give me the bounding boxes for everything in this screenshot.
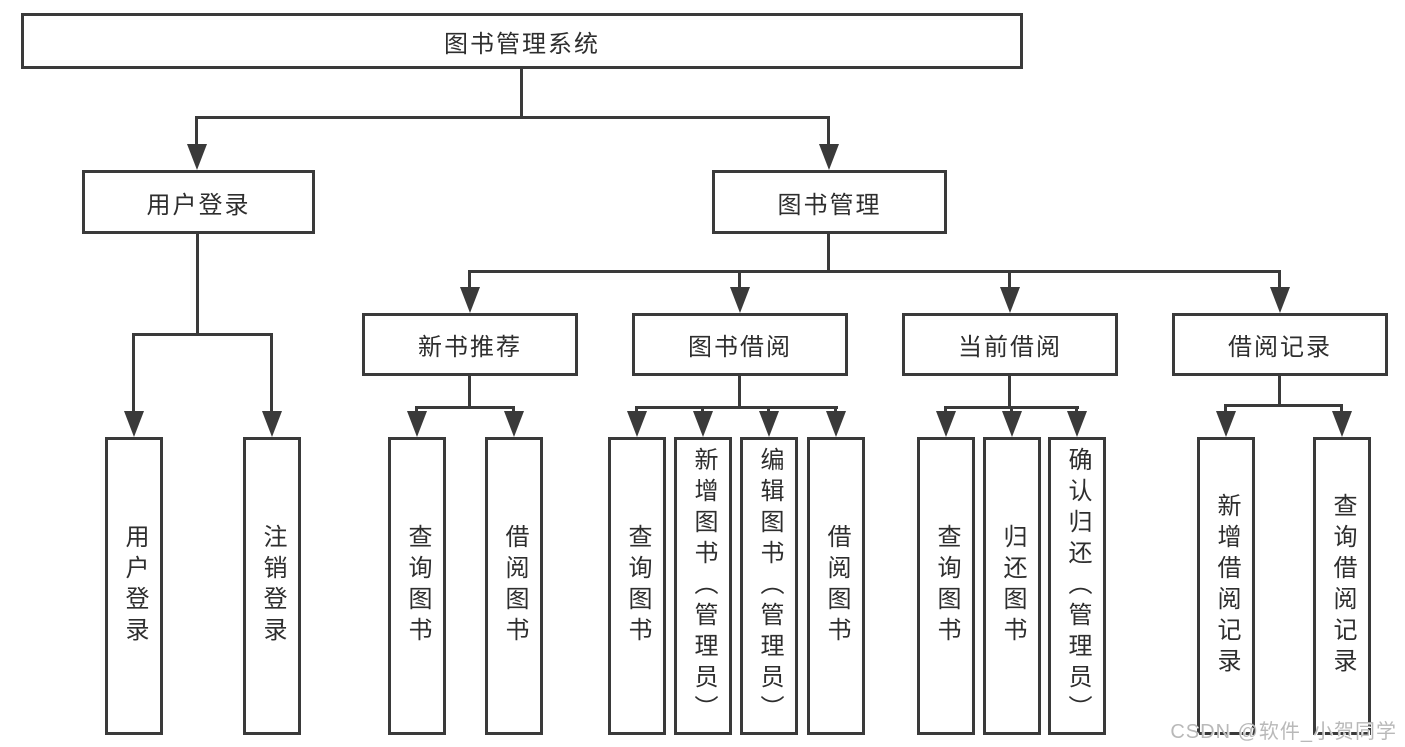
connector-vline [738, 270, 741, 289]
node-book-borrow: 图书借阅 [632, 313, 848, 376]
connector-vline [196, 233, 199, 335]
connector-hline [1224, 404, 1343, 407]
connector-vline [1010, 406, 1013, 413]
arrow-down-icon [504, 411, 524, 437]
leaf-user-login: 用户登录 [105, 437, 163, 735]
node-label: 图书管理系统 [444, 30, 600, 58]
connector-vline [1278, 376, 1281, 407]
connector-vline [827, 116, 830, 146]
arrow-down-icon [627, 411, 647, 437]
connector-hline [468, 270, 1281, 273]
leaf-label: 注销登录 [259, 524, 286, 648]
arrow-down-icon [819, 144, 839, 170]
node-label: 新书推荐 [418, 334, 522, 361]
node-label: 用户登录 [146, 191, 251, 219]
connector-vline [701, 406, 704, 413]
leaf-label: 新增借阅记录 [1213, 493, 1240, 679]
node-new-book-recommend: 新书推荐 [362, 313, 578, 376]
leaf-edit-books-admin: 编辑图书（管理员） [740, 437, 798, 735]
connector-vline [1278, 270, 1281, 289]
connector-hline [132, 333, 273, 336]
node-label: 图书借阅 [688, 334, 792, 361]
leaf-query-books-recommend: 查询图书 [388, 437, 446, 735]
leaf-add-books-admin: 新增图书（管理员） [674, 437, 732, 735]
leaf-confirm-return-admin: 确认归还（管理员） [1048, 437, 1106, 735]
node-label: 图书管理 [777, 191, 882, 219]
watermark: CSDN @软件_小贺同学 [1170, 721, 1397, 743]
node-label: 当前借阅 [958, 334, 1062, 361]
connector-vline [132, 333, 135, 413]
leaf-label: 借阅图书 [823, 524, 850, 648]
node-book-management: 图书管理 [712, 170, 947, 234]
node-user-login: 用户登录 [82, 170, 315, 234]
connector-vline [520, 68, 523, 119]
leaf-return-books: 归还图书 [983, 437, 1041, 735]
leaf-label: 查询图书 [404, 524, 431, 648]
node-label: 借阅记录 [1228, 334, 1332, 361]
leaf-label: 借阅图书 [501, 524, 528, 648]
connector-hline [415, 406, 515, 409]
connector-vline [635, 406, 638, 413]
connector-vline [827, 233, 830, 273]
arrow-down-icon [759, 411, 779, 437]
arrow-down-icon [936, 411, 956, 437]
connector-vline [195, 116, 198, 146]
leaf-label: 查询图书 [933, 524, 960, 648]
connector-vline [767, 406, 770, 413]
connector-vline [1224, 404, 1227, 413]
node-library-management-system: 图书管理系统 [21, 13, 1023, 69]
leaf-query-borrow-record: 查询借阅记录 [1313, 437, 1371, 735]
leaf-borrow-books: 借阅图书 [807, 437, 865, 735]
leaf-add-borrow-record: 新增借阅记录 [1197, 437, 1255, 735]
arrow-down-icon [124, 411, 144, 437]
arrow-down-icon [187, 144, 207, 170]
leaf-label: 归还图书 [999, 524, 1026, 648]
arrow-down-icon [730, 287, 750, 313]
arrow-down-icon [693, 411, 713, 437]
connector-vline [468, 270, 471, 289]
connector-hline [195, 116, 830, 119]
leaf-label: 编辑图书（管理员） [756, 446, 783, 726]
arrow-down-icon [407, 411, 427, 437]
arrow-down-icon [1270, 287, 1290, 313]
arrow-down-icon [826, 411, 846, 437]
leaf-label: 查询借阅记录 [1329, 493, 1356, 679]
arrow-down-icon [1216, 411, 1236, 437]
arrow-down-icon [1002, 411, 1022, 437]
arrow-down-icon [460, 287, 480, 313]
leaf-borrow-books-recommend: 借阅图书 [485, 437, 543, 735]
arrow-down-icon [1332, 411, 1352, 437]
connector-vline [1075, 406, 1078, 413]
connector-hline [635, 406, 838, 409]
connector-vline [1340, 404, 1343, 413]
arrow-down-icon [1000, 287, 1020, 313]
node-current-borrow: 当前借阅 [902, 313, 1118, 376]
node-borrow-records: 借阅记录 [1172, 313, 1388, 376]
arrow-down-icon [1067, 411, 1087, 437]
leaf-label: 查询图书 [624, 524, 651, 648]
connector-vline [944, 406, 947, 413]
connector-vline [468, 376, 471, 409]
leaf-label: 确认归还（管理员） [1064, 446, 1091, 726]
connector-vline [1008, 376, 1011, 409]
leaf-logout-login: 注销登录 [243, 437, 301, 735]
leaf-query-books-borrow: 查询图书 [608, 437, 666, 735]
leaf-label: 用户登录 [121, 524, 148, 648]
leaf-query-books-current: 查询图书 [917, 437, 975, 735]
connector-vline [415, 406, 418, 413]
connector-vline [1008, 270, 1011, 289]
leaf-label: 新增图书（管理员） [690, 446, 717, 726]
connector-vline [512, 406, 515, 413]
connector-vline [738, 376, 741, 409]
arrow-down-icon [262, 411, 282, 437]
connector-vline [270, 333, 273, 413]
connector-vline [834, 406, 837, 413]
connector-hline [944, 406, 1079, 409]
